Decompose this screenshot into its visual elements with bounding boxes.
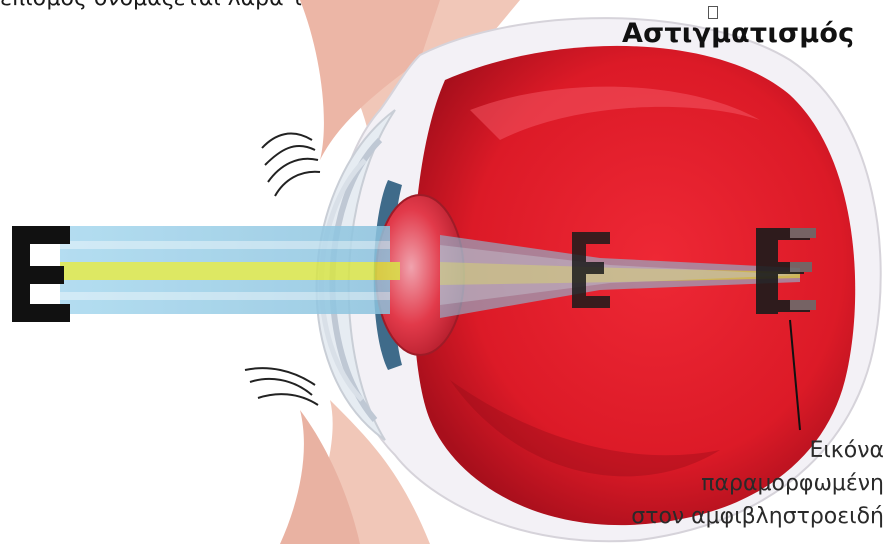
caption-line-3: στον αμφιβληστροειδή bbox=[631, 500, 884, 533]
letter-e-source bbox=[12, 226, 70, 322]
diagram-title: Αστιγματισμός bbox=[622, 18, 854, 49]
caption-line-2: παραμορφωμένη bbox=[631, 467, 884, 500]
retina-caption: Εικόνα παραμορφωμένη στον αμφιβληστροειδ… bbox=[631, 434, 884, 533]
upper-eyelashes bbox=[262, 134, 320, 196]
caption-line-1: Εικόνα bbox=[631, 434, 884, 467]
lower-eyelashes bbox=[245, 368, 318, 405]
beam-yellow bbox=[60, 262, 400, 280]
